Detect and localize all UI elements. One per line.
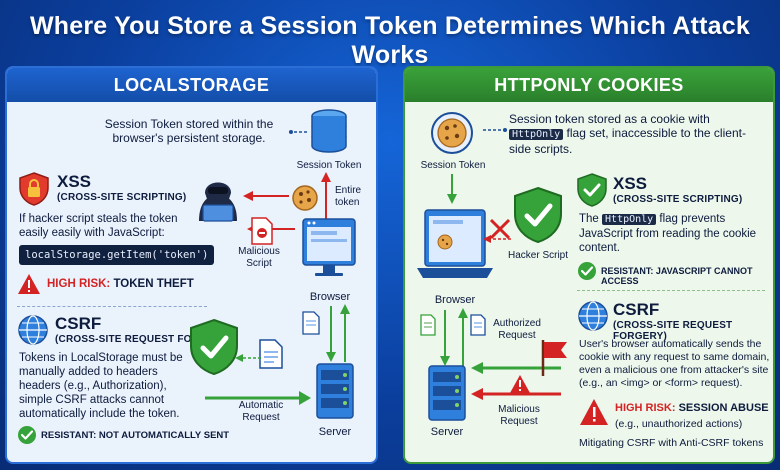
authorized-request-arrow <box>471 362 561 374</box>
browser-label: Browser <box>309 291 351 303</box>
server-icon <box>428 365 466 421</box>
desc-text-1: The <box>579 213 599 225</box>
malicious-request-label: Malicious Request <box>498 404 540 427</box>
csrf-subtitle: (CROSS-SITE REQUEST FORGERY) <box>613 320 733 342</box>
document-icon <box>470 314 486 336</box>
section-divider <box>17 306 207 307</box>
risk-prefix: HIGH RISK: <box>615 402 676 414</box>
blocked-x-icon <box>489 218 511 240</box>
desc-text-2: flag prevents JavaScript from reading th… <box>579 213 757 254</box>
browser-label: Browser <box>434 294 476 306</box>
httponly-intro: Session token stored as a cookie with Ht… <box>509 112 759 156</box>
malicious-request-arrow <box>471 388 561 400</box>
xss-resist: RESISTANT: JAVASCRIPT CANNOT ACCESS <box>601 266 753 286</box>
xss-subtitle: (CROSS-SITE SCRIPTING) <box>57 192 187 203</box>
xss-risk: HIGH RISK: TOKEN THEFT <box>47 278 194 290</box>
cookie-down-arrow <box>447 174 457 204</box>
authorized-request-label: Authorized Request <box>493 318 541 341</box>
csrf-subtitle: (CROSS-SITE REQUEST FORGERY) <box>55 334 232 345</box>
warning-icon <box>18 274 40 294</box>
entire-token-label: Entire token <box>335 185 362 208</box>
code-snippet: localStorage.getItem('token') <box>19 245 215 265</box>
check-circle-icon <box>18 426 36 444</box>
session-token-label: Session Token <box>296 160 362 171</box>
server-label: Server <box>430 426 464 438</box>
shield-check-icon <box>190 318 238 376</box>
page-title: Where You Store a Session Token Determin… <box>30 12 750 69</box>
malicious-script-label: Malicious Script <box>238 246 280 269</box>
xss-subtitle: (CROSS-SITE SCRIPTING) <box>613 194 743 205</box>
browser-server-arrows <box>326 304 350 362</box>
risk-text: SESSION ABUSE <box>678 402 769 414</box>
csrf-description: User's browser automatically sends the c… <box>579 338 770 389</box>
browser-server-arrows <box>440 308 468 366</box>
shield-lock-icon <box>19 172 49 206</box>
csrf-resist: RESISTANT: NOT AUTOMATICALLY SENT <box>41 430 230 441</box>
xss-title: XSS <box>57 172 92 191</box>
hacker-icon <box>199 182 237 222</box>
globe-icon <box>18 315 48 345</box>
section-divider <box>577 290 765 291</box>
document-icon <box>259 339 283 369</box>
malicious-file-icon <box>251 217 273 245</box>
risk-text: TOKEN THEFT <box>113 278 194 290</box>
connector-line <box>289 130 307 134</box>
risk-prefix: HIGH RISK: <box>47 278 111 290</box>
csrf-description: Tokens in LocalStorage must be manually … <box>19 352 183 420</box>
httponly-header: HTTPONLY COOKIES <box>405 68 773 102</box>
automatic-request-label: Automatic Request <box>238 400 284 423</box>
intro-code: HttpOnly <box>509 129 564 140</box>
intro-text-2: flag set, inaccessible to the client-sid… <box>509 126 746 156</box>
document-icon <box>302 311 320 335</box>
xss-description: The HttpOnly flag prevents JavaScript fr… <box>579 212 765 255</box>
database-icon <box>311 109 347 153</box>
intro-text-1: Session token stored as a cookie with <box>509 112 710 126</box>
document-icon <box>420 314 436 336</box>
csrf-title: CSRF <box>55 314 102 333</box>
shield-check-icon <box>514 186 562 244</box>
automatic-request-arrow <box>205 391 311 405</box>
cookie-icon <box>431 112 473 154</box>
cookie-icon <box>292 185 318 211</box>
mitigation-text: Mitigating CSRF with Anti-CSRF tokens <box>579 437 764 449</box>
localstorage-panel: LOCALSTORAGE Session Token stored within… <box>5 66 378 464</box>
blocked-arrow <box>483 235 511 243</box>
httponly-panel: HTTPONLY COOKIES Session Token Session t… <box>403 66 775 464</box>
csrf-title: CSRF <box>613 300 660 319</box>
connector-line <box>483 128 507 132</box>
steal-arrow <box>243 191 289 201</box>
risk-note: (e.g., unauthorized actions) <box>615 418 743 430</box>
hacker-script-label: Hacker Script <box>507 250 568 261</box>
warning-icon <box>510 375 530 393</box>
browser-window-icon <box>302 218 356 276</box>
session-token-label: Session Token <box>420 160 486 171</box>
laptop-icon <box>417 209 493 278</box>
warning-icon <box>580 399 608 425</box>
desc-code: HttpOnly <box>602 214 657 225</box>
check-circle-icon <box>578 262 596 280</box>
csrf-risk: HIGH RISK: SESSION ABUSE <box>615 402 769 414</box>
server-label: Server <box>318 426 352 438</box>
red-flag-icon <box>541 340 567 376</box>
server-icon <box>316 363 354 419</box>
localstorage-header: LOCALSTORAGE <box>7 68 376 102</box>
globe-icon <box>578 301 608 331</box>
xss-description: If hacker script steals the token easily… <box>19 213 178 239</box>
xss-title: XSS <box>613 174 648 193</box>
localstorage-intro: Session Token stored within the browser'… <box>104 117 274 145</box>
blocked-arrow <box>235 354 261 362</box>
shield-check-icon <box>577 173 607 207</box>
